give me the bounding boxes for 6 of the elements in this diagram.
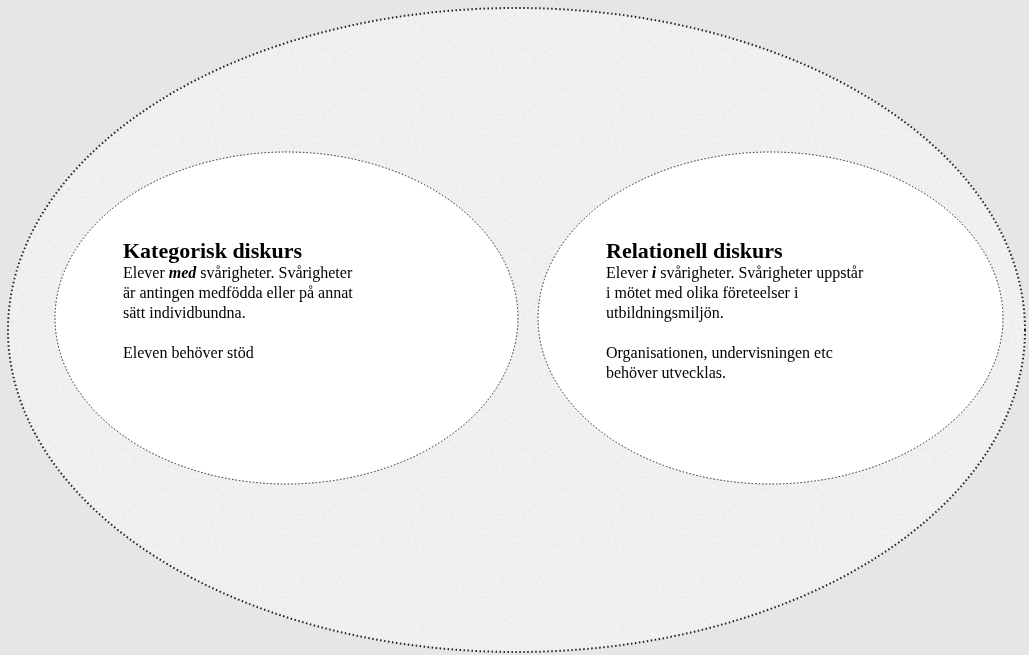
description: Elever med svårigheter. Svårigheter är antingen medfödda eller på annat sätt individbundna.: [123, 263, 354, 323]
description: Eleven behöver stöd: [123, 343, 255, 363]
description: Organisationen, undervisningen etc behöver utvecklas.: [606, 343, 834, 383]
heading: Kategorisk diskurs: [123, 239, 304, 263]
description: Elever i svårigheter. Svårigheter uppstår i mötet med olika företeelser i utbildningsmiljön.: [606, 263, 865, 323]
heading: Relationell diskurs: [606, 239, 784, 263]
